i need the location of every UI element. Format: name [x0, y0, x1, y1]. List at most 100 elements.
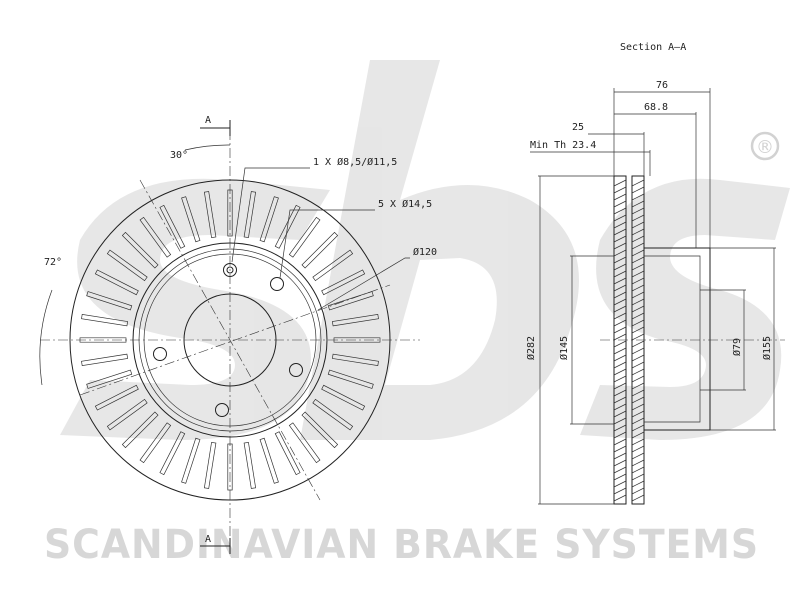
vent-slot — [327, 369, 374, 389]
hatch-line — [631, 256, 645, 264]
hatch-line — [613, 291, 627, 299]
vent-slot — [86, 291, 133, 311]
hatch-line — [613, 361, 627, 369]
hatch-line — [613, 242, 627, 250]
hatch-line — [613, 305, 627, 313]
hatch-line — [613, 214, 627, 222]
sbs-watermark-logo — [60, 60, 790, 440]
hatch-line — [613, 368, 627, 376]
hatch-line — [613, 354, 627, 362]
hatch-line — [631, 431, 645, 439]
vent-slot — [243, 191, 257, 239]
vent-slot — [243, 441, 257, 489]
hatch-line — [631, 179, 645, 187]
hatch-line — [631, 235, 645, 243]
dia-79-label: Ø79 — [731, 338, 743, 356]
hatch-line — [631, 200, 645, 208]
min-thickness-label: Min Th 23.4 — [530, 140, 596, 151]
vent-slot — [81, 353, 129, 367]
section-marker-bottom: A — [205, 534, 211, 545]
vent-slot — [321, 269, 366, 296]
hatch-line — [613, 438, 627, 446]
width-76-label: 76 — [656, 80, 668, 91]
hatch-line — [613, 298, 627, 306]
hatch-line — [613, 410, 627, 418]
vent-slot — [139, 216, 172, 258]
hatch-line — [613, 319, 627, 327]
vent-slot — [106, 398, 148, 431]
hatch-line — [631, 361, 645, 369]
hatch-line — [631, 445, 645, 453]
hatch-line — [631, 452, 645, 460]
dia-155-label: Ø155 — [761, 336, 773, 360]
dia-282-label: Ø282 — [525, 336, 537, 360]
hatch-line — [613, 424, 627, 432]
hatch-line — [631, 284, 645, 292]
vent-slot — [301, 411, 339, 449]
hatch-line — [631, 298, 645, 306]
hatch-line — [631, 340, 645, 348]
hatch-line — [613, 193, 627, 201]
vent-slot — [159, 431, 186, 476]
hatch-line — [631, 389, 645, 397]
vent-slot — [333, 337, 381, 343]
hatch-line — [613, 200, 627, 208]
vent-slot — [301, 231, 339, 269]
hatch-line — [631, 396, 645, 404]
section-marker-top: A — [205, 115, 211, 126]
hatch-line — [631, 466, 645, 474]
vent-slot — [94, 384, 139, 411]
hatch-line — [613, 207, 627, 215]
hatch-line — [631, 249, 645, 257]
hatch-line — [613, 445, 627, 453]
hatch-line — [613, 389, 627, 397]
hatch-line — [613, 333, 627, 341]
hatch-line — [631, 473, 645, 481]
vent-slot — [139, 422, 172, 464]
vent-slot — [94, 269, 139, 296]
hatch-line — [631, 480, 645, 488]
hatch-line — [631, 263, 645, 271]
vent-slot — [259, 196, 279, 243]
vent-slot — [288, 422, 321, 464]
hatch-line — [631, 333, 645, 341]
hatch-line — [631, 354, 645, 362]
hatch-line — [631, 494, 645, 502]
vent-slot — [79, 337, 127, 343]
vent-slot — [203, 191, 217, 239]
vent-slot — [312, 249, 354, 282]
hatch-line — [613, 480, 627, 488]
hatch-line — [631, 326, 645, 334]
angle-30-label: 30° — [170, 150, 188, 161]
cooling-vents — [79, 189, 381, 491]
vent-slot — [203, 441, 217, 489]
hatch-line — [631, 277, 645, 285]
hatch-line — [613, 431, 627, 439]
vent-slot — [227, 443, 233, 491]
hatch-line — [631, 382, 645, 390]
hatch-line — [613, 473, 627, 481]
hatch-line — [631, 347, 645, 355]
vent-slot — [321, 384, 366, 411]
hole-bolt-label: 5 X Ø14,5 — [378, 198, 432, 210]
hatch-line — [631, 214, 645, 222]
hatch-line — [631, 459, 645, 467]
hatch-line — [613, 382, 627, 390]
angle-72-label: 72° — [44, 257, 62, 268]
vent-slot — [288, 216, 321, 258]
hatch-line — [613, 263, 627, 271]
hatch-line — [613, 375, 627, 383]
hatch-line — [631, 438, 645, 446]
hatch-line — [631, 228, 645, 236]
dia-145-label: Ø145 — [558, 336, 570, 360]
vent-slot — [331, 313, 379, 327]
section-title: Section A–A — [620, 42, 686, 53]
hatch-line — [631, 221, 645, 229]
hatch-line — [631, 193, 645, 201]
hatch-line — [613, 326, 627, 334]
disc-front-view — [39, 120, 420, 554]
hole-small-label: 1 X Ø8,5/Ø11,5 — [313, 156, 397, 168]
hatch-line — [613, 403, 627, 411]
hatch-line — [613, 221, 627, 229]
